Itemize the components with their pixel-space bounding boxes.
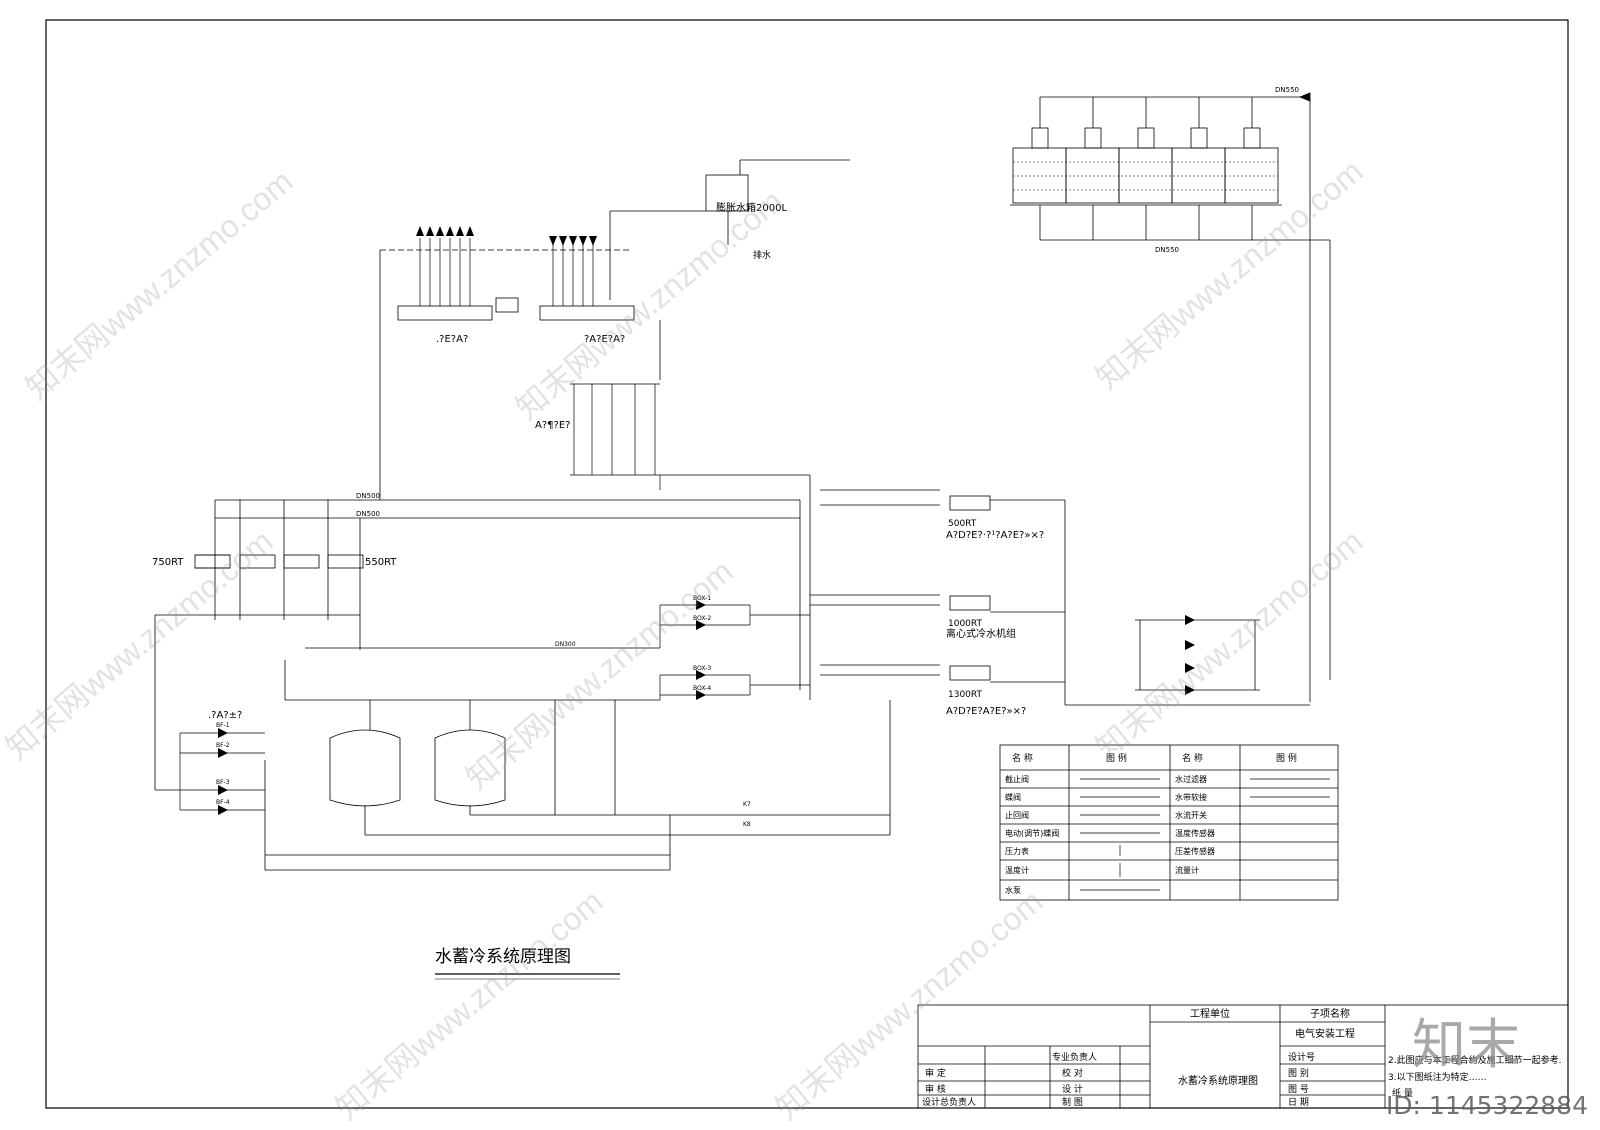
expansion-tank-label: 膨胀水箱2000L: [716, 201, 787, 214]
brand-watermark: 知末: [1412, 1013, 1520, 1076]
garbled-label-6: .?A?±?: [208, 710, 242, 721]
title-block-role-0: 审 定: [925, 1067, 946, 1079]
valve-tag-k7: K7: [743, 801, 751, 808]
pipe-label-dn500-b: DN500: [356, 510, 380, 518]
image-id-watermark: ID: 1145322884: [1385, 1091, 1588, 1120]
expansion-tank: [609, 159, 850, 300]
chillers: [949, 495, 991, 681]
legend-grid: [999, 744, 1339, 901]
garbled-label-3: A?¶?E?: [535, 420, 570, 431]
legend-right-3: 温度传感器: [1175, 828, 1215, 838]
pipe-label-dn550-top: DN550: [1275, 86, 1299, 94]
title-block-role2-2: 设 计: [1062, 1083, 1083, 1095]
title-block-role2-0: 专业负责人: [1052, 1051, 1097, 1063]
pump-symbols: [696, 600, 706, 700]
legend-right-1: 水带软接: [1175, 792, 1207, 802]
legend-header-symbol-2: 图 例: [1276, 752, 1297, 764]
flow-arrows: [416, 226, 597, 246]
drawing-title: 水蓄冷系统原理图: [435, 947, 571, 967]
title-block-role-2: 设计总负责人: [922, 1096, 976, 1108]
legend-left-3: 电动(调节)蝶阀: [1005, 828, 1059, 838]
title-block-role2-3: 制 图: [1062, 1096, 1083, 1108]
drain-label: 排水: [753, 249, 771, 261]
heat-exchangers: [154, 500, 660, 790]
pump-tag-bf-3: BF-3: [216, 779, 230, 786]
legend-header-name-2: 名 称: [1182, 752, 1203, 764]
title-block-role-1: 审 核: [925, 1083, 946, 1095]
pipe-label-dn500-a: DN500: [356, 492, 380, 500]
legend-left-5: 温度计: [1005, 865, 1029, 875]
pump-tag-bf-2: BF-2: [216, 742, 230, 749]
title-block-field-1: 图 别: [1288, 1068, 1309, 1079]
legend-left-0: 截止阀: [1005, 774, 1029, 784]
title-block-field-3: 日 期: [1288, 1097, 1309, 1108]
title-block-note-1: 3.以下图纸注为特定……: [1388, 1071, 1487, 1083]
secondary-pumps: [570, 383, 661, 490]
bf-pumps: [155, 732, 265, 811]
title-block-field-0: 设计号: [1288, 1051, 1315, 1063]
pump-tag-box-4: BOX-4: [693, 685, 711, 692]
garbled-label-1: .?E?A?: [436, 334, 468, 345]
legend-header-symbol-1: 图 例: [1106, 752, 1127, 764]
pump-tag-box-2: BOX-2: [693, 615, 711, 622]
chiller-group-label: 离心式冷水机组: [946, 627, 1016, 640]
title-block-grid: [917, 1004, 1569, 1109]
legend-right-4: 压差传感器: [1175, 846, 1215, 856]
b-pump-symbols: [1185, 615, 1195, 695]
title-block-sheet-name: 水蓄冷系统原理图: [1178, 1074, 1258, 1087]
pump-tag-box-1: BOX-1: [693, 595, 711, 602]
garbled-label-4: A?D?E?·?¹?A?E?»×?: [946, 530, 1044, 541]
capacity-right-label: 550RT: [365, 557, 397, 568]
drawing-frame: [45, 19, 1569, 1109]
legend-header-name-1: 名 称: [1012, 752, 1033, 764]
pipe-label-dn550-bottom: DN550: [1155, 246, 1179, 254]
pump-tag-bf-1: BF-1: [216, 722, 230, 729]
cooling-towers: [1010, 92, 1331, 702]
legend-right-0: 水过滤器: [1175, 774, 1207, 784]
legend-right-5: 流量计: [1175, 865, 1199, 875]
chiller-2-capacity: 1000RT: [948, 619, 983, 629]
legend-left-4: 压力表: [1005, 846, 1029, 856]
storage-tanks: [264, 700, 891, 871]
title-block-role2-1: 校 对: [1062, 1067, 1083, 1079]
legend-left-1: 蝶阀: [1005, 792, 1021, 802]
valve-tag-k8: K8: [743, 821, 751, 828]
title-block-field-2: 图 号: [1288, 1084, 1309, 1095]
legend-left-6: 水泵: [1005, 885, 1021, 895]
garbled-label-2: ?A?E?A?: [584, 334, 625, 345]
chiller-1-capacity: 500RT: [948, 519, 977, 529]
title-block-unit-label: 工程单位: [1190, 1007, 1230, 1020]
capacity-left-label: 750RT: [152, 557, 184, 568]
main-pipes: [215, 474, 1310, 706]
chiller-3-capacity: 1300RT: [948, 690, 983, 700]
title-block-note-0: 2.此图应与本工程合约及施工细节一起参考.: [1388, 1054, 1561, 1066]
legend-right-2: 水流开关: [1175, 810, 1207, 820]
pump-tag-box-3: BOX-3: [693, 665, 711, 672]
title-block-subname-label: 子项名称: [1310, 1007, 1350, 1020]
pump-tag-bf-4: BF-4: [216, 799, 230, 806]
pipe-label-dn300: DN300: [555, 641, 576, 648]
legend-left-2: 止回阀: [1005, 810, 1029, 820]
title-block-note-2: 纸 量: [1392, 1087, 1413, 1099]
manifolds: [379, 238, 661, 500]
box-pumps: [659, 604, 810, 700]
title-block-subname-value: 电气安装工程: [1295, 1027, 1355, 1040]
garbled-label-5: A?D?E?A?E?»×?: [946, 706, 1026, 717]
